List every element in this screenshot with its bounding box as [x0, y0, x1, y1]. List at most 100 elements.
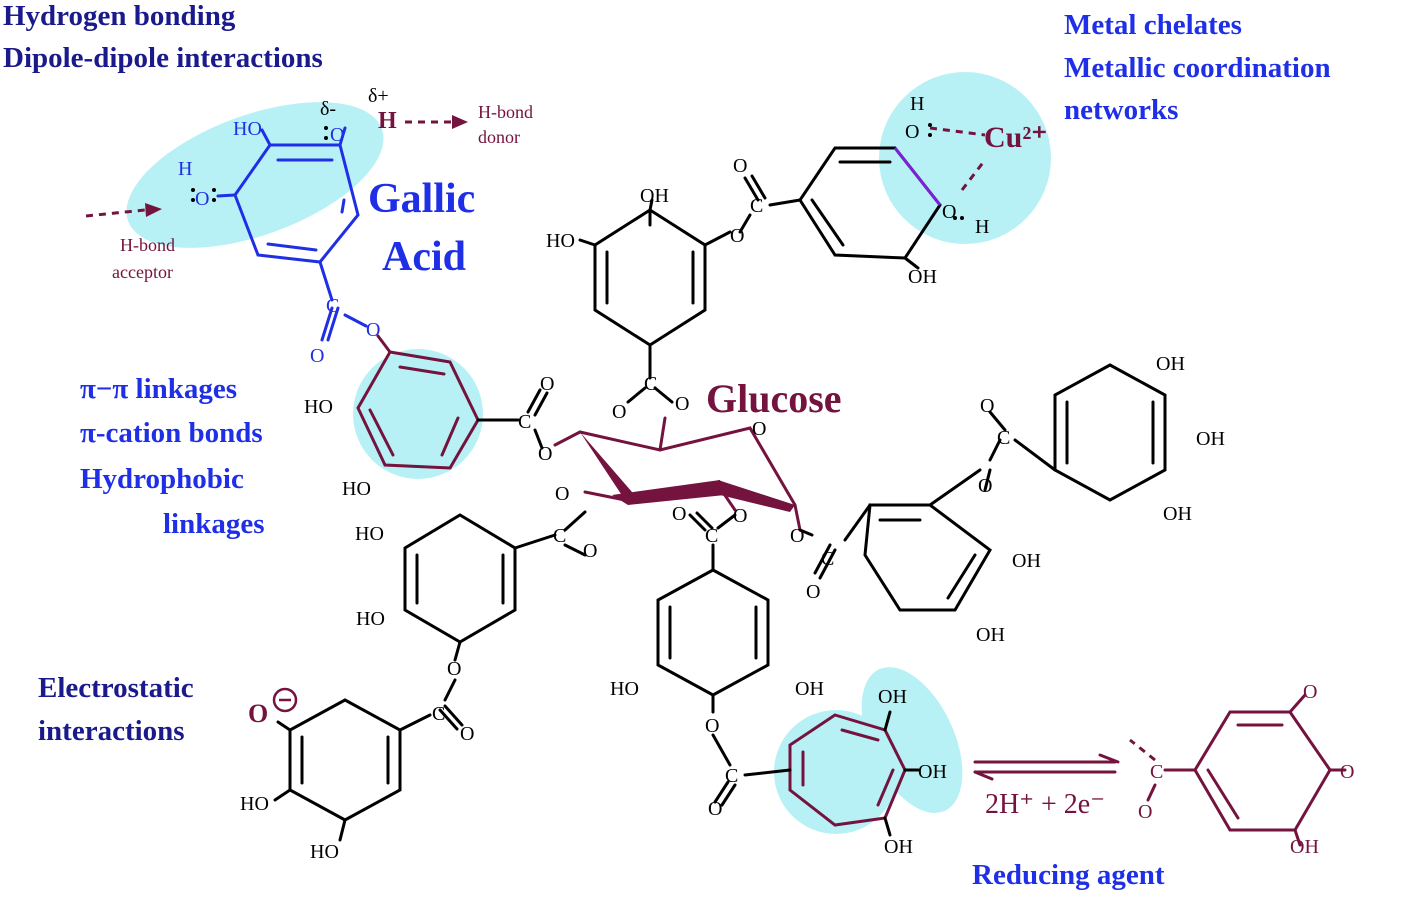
- hbond-h-atom: H: [378, 108, 397, 134]
- pi-ring-c: C: [518, 411, 531, 433]
- pi-pi-label: π−π linkages: [80, 373, 237, 405]
- lower-left-c: C: [553, 525, 566, 547]
- lower-middle-ring: [656, 511, 770, 767]
- right-lower-ring: [798, 468, 992, 612]
- gallic-o-acceptor: O: [195, 188, 209, 210]
- chelate-h-1: H: [910, 93, 924, 115]
- metal-chelate-highlight: [879, 72, 1051, 244]
- reducing-carbonyl-o: O: [708, 798, 722, 820]
- far-right-c: C: [997, 427, 1010, 449]
- pi-ring-ho-2: HO: [342, 478, 371, 500]
- right-lower-oh-1: OH: [1012, 550, 1041, 572]
- gallic-o-donor: O: [330, 124, 344, 146]
- reducing-oh-3: OH: [884, 836, 913, 858]
- chelate-c: C: [750, 195, 763, 217]
- reducing-oh-1: OH: [878, 686, 907, 708]
- lower-left-ring: [403, 510, 587, 702]
- upper-ring-oh: OH: [640, 185, 669, 207]
- delta-minus-label: δ-: [320, 98, 336, 120]
- gallic-acid-ring: [216, 126, 368, 342]
- interactions-label: interactions: [38, 715, 185, 747]
- hbond-donor-label-1: H-bond: [478, 102, 533, 122]
- lower-middle-carbonyl-o: O: [672, 503, 686, 525]
- electrostatic-label: Electrostatic: [38, 672, 194, 704]
- reducing-oh-highlight: [861, 667, 963, 813]
- quinone-oh: OH: [1290, 836, 1319, 858]
- far-right-oh-1: OH: [1156, 353, 1185, 375]
- hydrogen-bonding-label: Hydrogen bonding: [3, 0, 236, 32]
- upper-ring-carbonyl-o: O: [675, 393, 689, 415]
- lower-left-ho-2: HO: [356, 608, 385, 630]
- delta-plus-label: δ+: [368, 85, 389, 107]
- metallic-coordination-label: Metallic coordination: [1064, 52, 1331, 84]
- oxide-anion-o: O: [248, 699, 268, 728]
- reducing-oh-2: OH: [918, 761, 947, 783]
- chelate-o-1: O: [905, 121, 919, 143]
- quinone-carbonyl-o: O: [1138, 801, 1152, 823]
- forward-arrow-head: [1098, 753, 1120, 764]
- electron-transfer-label: 2H⁺ + 2e⁻: [985, 789, 1105, 820]
- linkages-label: linkages: [163, 508, 265, 540]
- upper-ring-c: C: [644, 373, 657, 395]
- reducing-agent-label: Reducing agent: [972, 859, 1165, 891]
- pi-ring-ho-1: HO: [304, 396, 333, 418]
- quinone-c: C: [1150, 761, 1163, 783]
- upper-ring-ester-o: O: [612, 401, 626, 423]
- hbond-donor-label-2: donor: [478, 127, 520, 147]
- gallic-carbonyl-o: O: [310, 345, 324, 367]
- lower-middle-ester-o: O: [733, 505, 747, 527]
- acceptor-arrowhead: [145, 203, 162, 217]
- lower-left-ho-1: HO: [355, 523, 384, 545]
- far-right-oh-3: OH: [1163, 503, 1192, 525]
- glucose-ring-o: O: [752, 418, 766, 440]
- gallic-carbonyl-c: C: [326, 295, 339, 317]
- right-lower-c: C: [821, 548, 834, 570]
- upper-galloyl-ring: [578, 198, 732, 404]
- right-lower-carbonyl-o: O: [806, 581, 820, 603]
- reducing-ring: [713, 710, 920, 837]
- electrostatic-ho-2: HO: [310, 841, 339, 863]
- chelate-h-2: H: [975, 216, 989, 238]
- lower-left-link-o: O: [447, 658, 461, 680]
- pi-cation-label: π-cation bonds: [80, 417, 263, 449]
- gallic-h: H: [178, 158, 192, 180]
- right-lower-ester-o: O: [790, 525, 804, 547]
- dipole-dipole-label: Dipole-dipole interactions: [3, 42, 323, 74]
- lower-left-ester-o: O: [555, 483, 569, 505]
- acceptor-dashed-arrow: [85, 208, 146, 218]
- negative-charge-icon: [272, 687, 298, 713]
- electrostatic-c: C: [432, 703, 445, 725]
- hbond-acceptor-label-2: acceptor: [112, 262, 173, 282]
- right-lower-oh-2: OH: [976, 624, 1005, 646]
- lower-middle-oh: OH: [795, 678, 824, 700]
- acid-label: Acid: [382, 234, 466, 280]
- lower-middle-c: C: [705, 525, 718, 547]
- pi-ring-ester-o: O: [538, 443, 552, 465]
- upper-ring-ho: HO: [546, 230, 575, 252]
- electrostatic-carbonyl-o: O: [460, 723, 474, 745]
- far-right-carbonyl-o: O: [980, 395, 994, 417]
- far-right-oh-2: OH: [1196, 428, 1225, 450]
- gallic-label: Gallic: [368, 176, 475, 222]
- networks-label: networks: [1064, 94, 1178, 126]
- chelate-ring-oh: OH: [908, 266, 937, 288]
- pi-linkage-ring: [356, 334, 549, 470]
- electrostatic-ring: [273, 698, 464, 842]
- lower-middle-link-o: O: [705, 715, 719, 737]
- reverse-arrow-head: [973, 770, 994, 781]
- quinone-o-1: O: [1303, 681, 1317, 703]
- reducing-c: C: [725, 765, 738, 787]
- metal-chelates-label: Metal chelates: [1064, 9, 1242, 41]
- quinone-product-ring: [1129, 693, 1347, 847]
- lower-middle-ho: HO: [610, 678, 639, 700]
- hbond-acceptor-label-1: H-bond: [120, 235, 175, 255]
- electrostatic-ho-1: HO: [240, 793, 269, 815]
- chelate-o-2: O: [942, 201, 956, 223]
- far-right-ester-o: O: [978, 475, 992, 497]
- hydrophobic-label: Hydrophobic: [80, 463, 244, 495]
- quinone-o-2: O: [1340, 761, 1354, 783]
- glucose-label: Glucose: [706, 376, 842, 421]
- copper-ion-label: Cu²⁺: [984, 121, 1047, 154]
